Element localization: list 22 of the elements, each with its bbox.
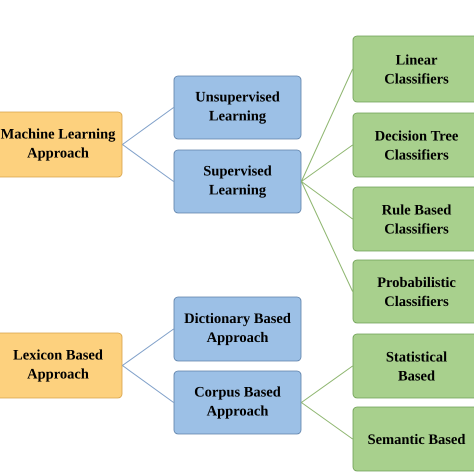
method-box: Dictionary Based Approach bbox=[174, 296, 302, 362]
classifier-box: Statistical Based bbox=[352, 334, 474, 398]
connector-line bbox=[122, 365, 174, 403]
connector-line bbox=[300, 366, 354, 403]
classifier-box: Linear Classifiers bbox=[352, 36, 474, 102]
connector-line bbox=[300, 181, 354, 292]
method-box: Corpus Based Approach bbox=[174, 370, 302, 434]
approach-box: Lexicon Based Approach bbox=[0, 332, 122, 398]
approach-box: Machine Learning Approach bbox=[0, 112, 122, 178]
connector-line bbox=[300, 68, 354, 182]
method-box: Unsupervised Learning bbox=[174, 76, 302, 140]
method-box: Supervised Learning bbox=[174, 150, 302, 214]
connector-line bbox=[122, 144, 174, 182]
classifier-box: Rule Based Classifiers bbox=[352, 186, 474, 252]
classifier-box: Semantic Based bbox=[352, 406, 474, 472]
connector-line bbox=[300, 402, 354, 440]
connector-line bbox=[300, 181, 354, 220]
classifier-box: Probabilistic Classifiers bbox=[352, 260, 474, 324]
connector-line bbox=[122, 107, 174, 145]
connector-line bbox=[122, 328, 174, 366]
connector-line bbox=[300, 144, 354, 182]
classifier-box: Decision Tree Classifiers bbox=[352, 112, 474, 178]
